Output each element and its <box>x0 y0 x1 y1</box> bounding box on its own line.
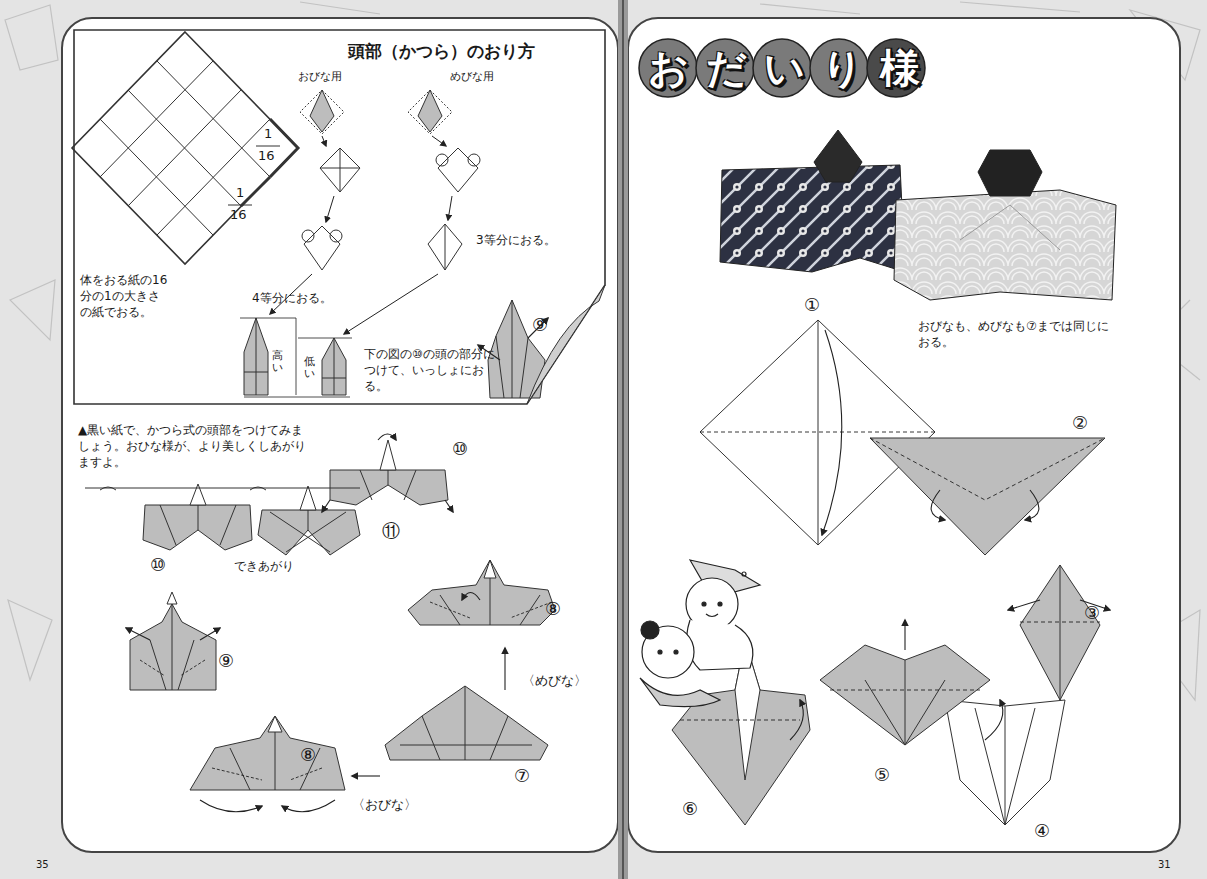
note-text: 体をおる紙の16分の1の大きさの紙でおる。 <box>80 272 168 321</box>
fraction-part: 1 <box>264 125 272 143</box>
dimension-label: 高い <box>272 350 283 374</box>
callout-number: ⑥ <box>682 800 698 818</box>
callout-number: ⑩ <box>150 556 166 574</box>
fraction-part: 1 <box>236 184 244 202</box>
step-note: 下の図の⑩の頭の部分につけて、いっしょにおる。 <box>364 346 496 395</box>
callout-number: ⑪ <box>382 522 400 540</box>
callout-number: ③ <box>1084 604 1100 622</box>
instruction-panel: 頭部（かつら）のおり方おびな用 めびな用 1 16 1 16 体をおる紙の16分の1の大きさ… <box>72 28 607 406</box>
step-note: 3等分におる。 <box>476 232 556 248</box>
callout-number: ⑧ <box>300 746 316 764</box>
title-text: おだいり様 <box>648 45 937 91</box>
finish-label: できあがり <box>234 558 294 574</box>
note-text: おびなも、めびなも⑦までは同じにおる。 <box>918 318 1114 350</box>
fraction-part: 16 <box>258 147 275 165</box>
figure-label: 〈めびな〉 <box>522 672 587 690</box>
fraction-part: 16 <box>230 206 247 224</box>
callout-number: ① <box>804 296 820 314</box>
panel-heading: 頭部（かつら）のおり方 <box>348 40 535 63</box>
callout-number: ⑤ <box>874 766 890 784</box>
panel-outline <box>72 28 607 406</box>
callout-number: ④ <box>1034 822 1050 840</box>
page-number: 35 <box>36 858 49 872</box>
callout-number: ⑦ <box>514 767 530 785</box>
sub-heading: おびな用 <box>298 70 342 85</box>
callout-number: ⑧ <box>545 600 561 618</box>
dimension-label: 低い <box>304 356 315 380</box>
callout-number: ⑩ <box>452 440 468 458</box>
callout-number: ⑨ <box>218 652 234 670</box>
sub-heading: めびな用 <box>450 70 494 85</box>
step-note: 4等分におる。 <box>252 290 332 306</box>
note-text: ▲黒い紙で、かつら式の頭部をつけてみましょう。おひな様が、より美しくしあがります… <box>78 422 306 471</box>
figure-label: 〈おびな〉 <box>352 796 417 814</box>
page-number: 31 <box>1158 858 1171 872</box>
callout-number: ⑨ <box>532 316 548 334</box>
callout-number: ② <box>1072 414 1088 432</box>
